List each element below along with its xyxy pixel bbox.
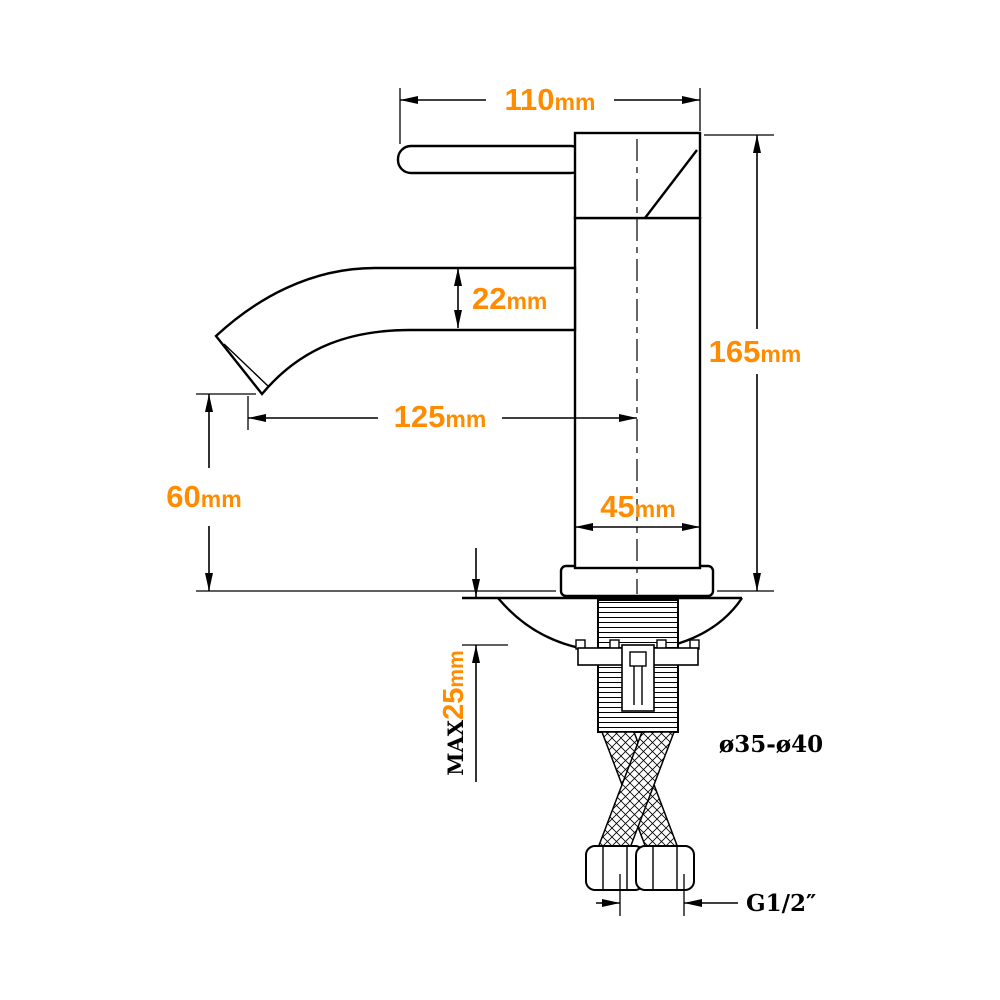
dim-max25-label: MAX25mm [438,650,470,775]
dimension-handle-reach: 110mm [399,82,701,144]
hole-diameter-label: ø35-ø40 [719,731,823,758]
supply-hoses [596,731,680,849]
handle [396,131,702,220]
dim-125-label: 125mm [394,399,487,434]
dimension-total-height: 165mm [704,134,802,592]
dim-110-label: 110mm [505,82,596,117]
handle-lever [396,144,586,175]
dimension-deck-thickness: MAX25mm [438,548,508,782]
dimension-spout-clearance: 60mm [166,393,556,592]
dim-45-label: 45mm [600,489,675,524]
dim-60-label: 60mm [166,479,241,514]
dimension-thread-size: G1/2″ [596,874,816,917]
faucet-outline [214,131,743,891]
dim-22-label: 22mm [472,281,547,316]
dimension-spout-reach: 125mm [247,396,637,434]
spout [214,266,577,396]
hose-nuts [585,845,695,891]
dim-165-label: 165mm [709,334,802,369]
dimension-spout-height: 22mm [454,268,547,328]
mounting-nut [575,639,700,712]
dimension-body-width: 45mm [575,489,700,531]
thread-size-label: G1/2″ [746,890,816,917]
